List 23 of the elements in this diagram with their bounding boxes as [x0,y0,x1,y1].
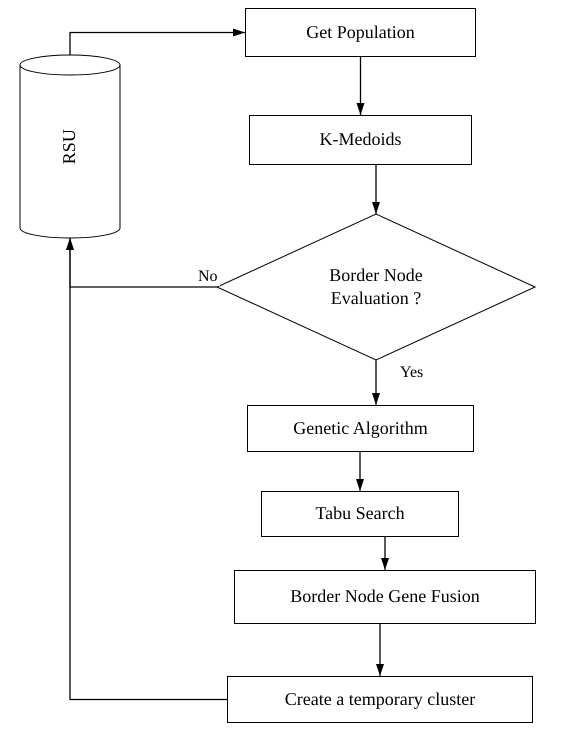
process-box [245,8,476,57]
arrow [376,624,384,676]
process-label: Genetic Algorithm [293,416,428,440]
arrow [372,165,380,214]
arrow [356,452,364,491]
process-box [249,115,472,165]
process-box [247,405,474,452]
arrow [66,238,227,700]
process-label: Border Node Gene Fusion [290,585,480,608]
process-box [234,570,536,624]
arrow [381,537,389,570]
edge-label: No [196,268,220,286]
database-label: RSU [58,128,80,164]
arrow [372,360,380,405]
process-box [261,491,459,537]
process-box [227,676,533,723]
process-label: K-Medoids [320,128,402,152]
process-label: Tabu Search [315,502,405,526]
process-label: Create a temporary cluster [284,688,476,711]
decision-label: Border Node Evaluation ? [328,264,424,310]
process-label: Get Population [306,20,415,44]
arrow [356,57,364,115]
arrow [69,28,245,55]
